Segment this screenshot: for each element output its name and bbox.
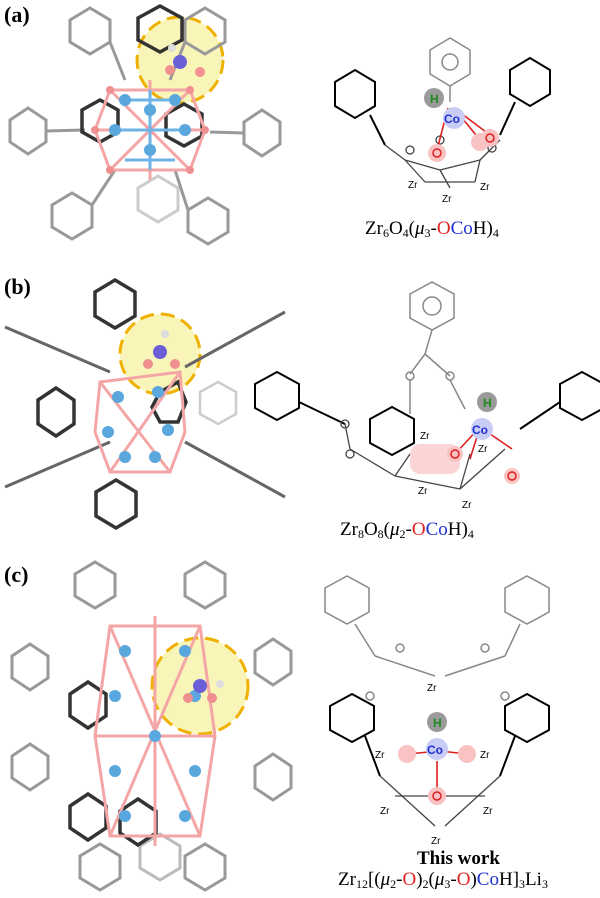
cluster-model-c: [10, 560, 293, 892]
this-work-label: This work: [417, 848, 500, 869]
zr-atom-b4: Zr: [462, 500, 472, 511]
h-atom-c: H: [433, 716, 442, 730]
formula-a: Zr6O4(μ3-OCoH)4: [365, 218, 499, 240]
co-atom-c: Co: [427, 743, 443, 757]
zr-atom-b1: Zr: [420, 431, 430, 442]
cluster-model-b: [4, 277, 286, 531]
zr-atom-a3: Zr: [480, 182, 490, 193]
formula-b: Zr8O8(μ2-OCoH)4: [340, 519, 474, 541]
panel-b: (b): [0, 272, 600, 552]
zr-atom-c1: Zr: [427, 683, 437, 694]
h-atom-b: H: [483, 396, 492, 410]
co-atom-b: Co: [472, 423, 488, 437]
co-atom-a: Co: [444, 112, 460, 126]
panel-c-label: (c): [4, 562, 29, 587]
schematic-a: Co H Zr Zr Zr: [334, 37, 551, 205]
zr-atom-c5: Zr: [483, 806, 493, 817]
panel-a-label: (a): [4, 2, 30, 27]
schematic-c: H Co Zr Zr Zr Zr Zr Zr: [324, 575, 550, 847]
zr-atom-a2: Zr: [442, 194, 452, 205]
formula-c: Zr12[(μ2-O)2(μ3-O)CoH]3Li3: [338, 869, 548, 891]
zr-atom-b2: Zr: [478, 444, 488, 455]
zr-atom-c3: Zr: [480, 750, 490, 761]
zr-atom-c4: Zr: [380, 806, 390, 817]
panel-c: (c): [0, 556, 600, 898]
panel-a: (a): [0, 0, 600, 270]
zr-atom-b3: Zr: [418, 486, 428, 497]
zr-atom-c6: Zr: [431, 836, 441, 847]
cluster-model-a: [8, 4, 282, 246]
zr-atom-c2: Zr: [375, 750, 385, 761]
zr-atom-a1: Zr: [408, 180, 418, 191]
panel-b-label: (b): [4, 274, 31, 299]
h-atom-a: H: [430, 92, 439, 106]
schematic-b: Co H Zr Zr Zr Zr: [254, 281, 600, 511]
